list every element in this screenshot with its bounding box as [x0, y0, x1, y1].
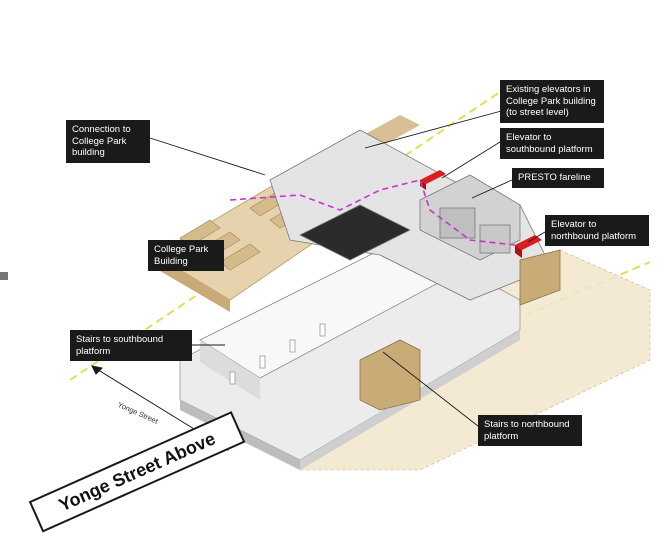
edge-marker — [0, 272, 8, 280]
label-elevator-northbound: Elevator to northbound platform — [545, 215, 649, 246]
label-stairs-southbound: Stairs to southbound platform — [70, 330, 192, 361]
leader-lines — [149, 109, 546, 427]
label-stairs-northbound: Stairs to northbound platform — [478, 415, 582, 446]
label-connection: Connection to College Park building — [66, 120, 150, 163]
label-presto: PRESTO fareline — [512, 168, 604, 188]
label-elevator-southbound: Elevator to southbound platform — [500, 128, 604, 159]
label-college-park-building: College Park Building — [148, 240, 224, 271]
elevator-northbound — [515, 235, 542, 250]
concourse — [269, 129, 546, 301]
accessible-route — [229, 179, 516, 246]
presto-fareline-gate — [420, 170, 446, 184]
label-existing-elevators: Existing elevators in College Park build… — [500, 80, 604, 123]
northbound-stairs-block — [359, 249, 561, 411]
